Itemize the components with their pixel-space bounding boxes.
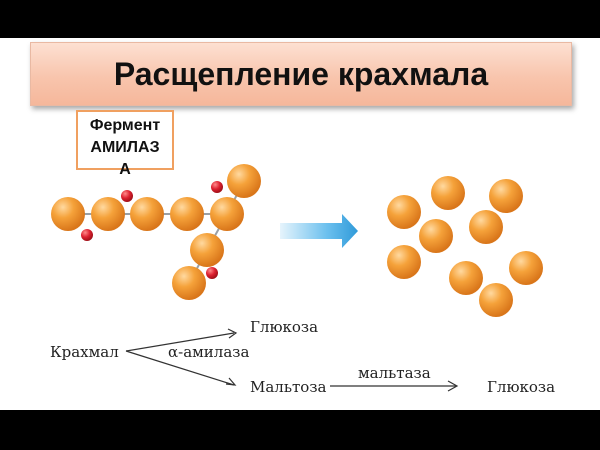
glucose-molecule xyxy=(489,179,523,213)
glucose-unit xyxy=(170,197,204,231)
glucose-unit xyxy=(227,164,261,198)
glucose-molecule xyxy=(479,283,513,317)
free-glucose xyxy=(387,176,543,317)
glucose-unit xyxy=(51,197,85,231)
glucose-unit xyxy=(91,197,125,231)
glucose-unit xyxy=(130,197,164,231)
glucose-unit xyxy=(172,266,206,300)
glucose-molecule xyxy=(387,245,421,279)
title-banner: Расщепление крахмала xyxy=(30,42,572,106)
glucose-top-label: Глюкоза xyxy=(250,318,319,336)
page-title: Расщепление крахмала xyxy=(113,55,489,92)
starch-chain xyxy=(51,164,261,300)
glucose-molecule xyxy=(419,219,453,253)
glucose-molecule xyxy=(509,251,543,285)
glucose-molecule xyxy=(449,261,483,295)
starch-breakdown-illustration xyxy=(51,164,543,392)
glucose-molecule xyxy=(469,210,503,244)
enzyme-line-1: Фермент xyxy=(89,117,161,134)
maltose-label: Мальтоза xyxy=(250,378,327,396)
maltase-label: мальтаза xyxy=(358,364,431,382)
water-molecule xyxy=(206,267,218,279)
slide: Расщепление крахмала xyxy=(0,38,600,410)
water-molecule xyxy=(211,181,223,193)
reaction-scheme: Крахмал Глюкоза α-амилаза Мальтоза мальт… xyxy=(0,38,600,410)
glucose-unit xyxy=(210,197,244,231)
enzyme-line-3: А xyxy=(119,161,131,178)
water-molecules xyxy=(81,181,223,279)
enzyme-line-2: АМИЛАЗ xyxy=(90,139,160,156)
water-molecule xyxy=(81,229,93,241)
reaction-arrow xyxy=(280,214,358,248)
glucose-molecule xyxy=(431,176,465,210)
starch-label: Крахмал xyxy=(50,343,119,361)
enzyme-label: Фермент АМИЛАЗ А xyxy=(76,110,174,178)
alpha-amylase-label: α-амилаза xyxy=(168,343,250,361)
glucose-molecule xyxy=(387,195,421,229)
scheme-arrows xyxy=(125,328,459,392)
water-molecule xyxy=(121,190,133,202)
glucose-bottom-label: Глюкоза xyxy=(487,378,556,396)
glucose-unit xyxy=(190,233,224,267)
